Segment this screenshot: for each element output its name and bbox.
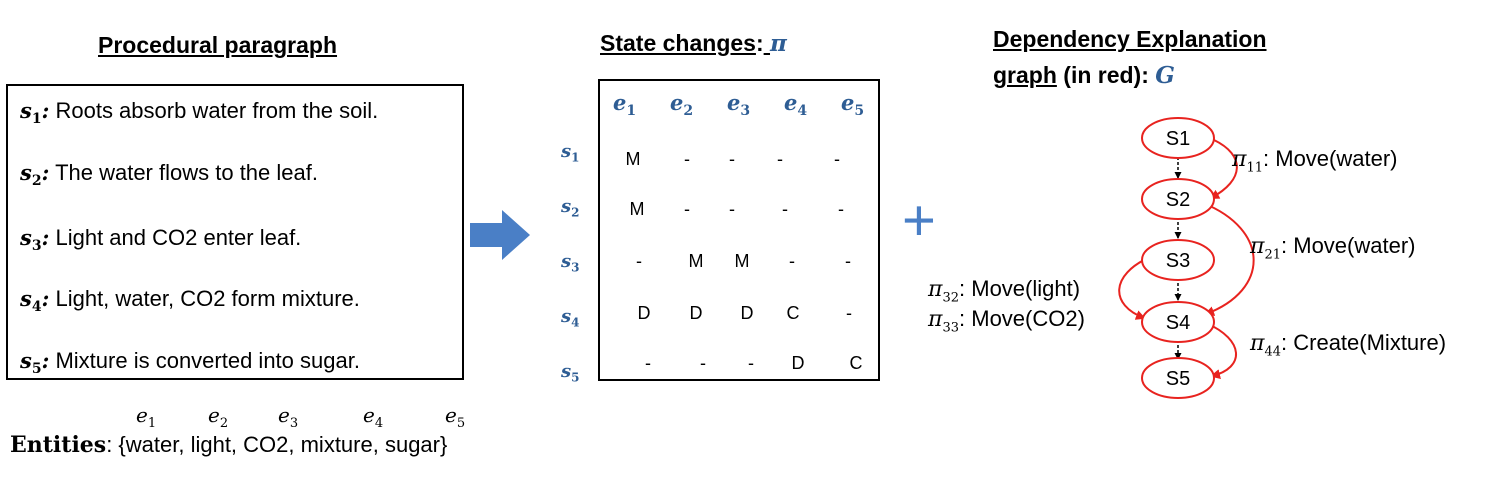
matrix-cell: C — [786, 303, 800, 323]
node-s4: S4 — [1141, 301, 1215, 343]
edge-s4-s5 — [1205, 322, 1237, 379]
step-3-text: Light and CO2 enter leaf. — [55, 225, 302, 250]
step-3-subscript: 3 — [31, 238, 42, 255]
matrix-cell: - — [636, 251, 642, 271]
step-3: s3: Light and CO2 enter leaf. — [20, 225, 302, 255]
matrix-cell: - — [845, 251, 851, 271]
node-s5-label: S5 — [1166, 368, 1190, 390]
step-4: s4: Light, water, CO2 form mixture. — [20, 286, 360, 316]
matrix-col-e4: e4 — [784, 90, 808, 120]
matrix-col-e5: e5 — [841, 90, 865, 120]
entities-text: : {water, light, CO2, mixture, sugar} — [106, 432, 448, 457]
matrix-row-s4: s4 — [561, 306, 580, 330]
matrix-cell: - — [846, 303, 852, 323]
matrix-cell: - — [777, 149, 783, 169]
procedural-heading: Procedural paragraph — [98, 32, 338, 58]
graph-heading-line2: graph (in red): G — [993, 62, 1175, 89]
graph-heading-line1: Dependency Explanation — [993, 26, 1267, 52]
entities-line: Entities: {water, light, CO2, mixture, s… — [10, 432, 447, 458]
step-2-symbol: s — [20, 160, 32, 185]
plus-icon: + — [902, 188, 936, 253]
step-2-text: The water flows to the leaf. — [55, 160, 318, 185]
step-4-subscript: 4 — [31, 299, 42, 316]
entity-label-1: e1 — [136, 403, 157, 431]
edge-label-pi21: π21: Move(water) — [1250, 233, 1416, 263]
g-symbol: G — [1155, 62, 1175, 89]
edge-label-pi33: π33: Move(CO2) — [928, 306, 1085, 336]
matrix-col-e2: e2 — [670, 90, 694, 120]
step-5-symbol: s — [20, 348, 32, 373]
matrix-cell: D — [740, 303, 754, 323]
matrix-col-e1: e1 — [613, 90, 637, 120]
step-5-text: Mixture is converted into sugar. — [55, 348, 360, 373]
step-4-symbol: s — [20, 286, 32, 311]
matrix-cell: - — [645, 353, 651, 373]
entity-label-4: e4 — [363, 403, 384, 431]
entity-label-5: e5 — [445, 403, 466, 431]
state-change-matrix: M - - - - M - - - - - M M - - D D D C - … — [598, 79, 880, 381]
entity-label-2: e2 — [208, 403, 229, 431]
matrix-cell: - — [729, 199, 735, 219]
step-2-subscript: 2 — [31, 173, 42, 190]
state-changes-heading: State changes: π — [600, 30, 787, 57]
entities-label: Entities — [10, 432, 107, 458]
matrix-col-e3: e3 — [727, 90, 751, 120]
procedural-paragraph-box: s1: Roots absorb water from the soil. s2… — [6, 84, 464, 380]
edge-label-pi44: π44: Create(Mixture) — [1250, 330, 1447, 360]
step-3-symbol: s — [20, 225, 32, 250]
matrix-row-s1: s1 — [561, 141, 580, 165]
matrix-row-s5: s5 — [561, 361, 580, 385]
node-s3-label: S3 — [1166, 250, 1190, 272]
step-1: s1: Roots absorb water from the soil. — [20, 98, 379, 128]
node-s4-label: S4 — [1166, 312, 1190, 334]
matrix-cell: - — [700, 353, 706, 373]
graph-heading-graph-word: graph — [993, 62, 1057, 88]
step-1-subscript: 1 — [31, 111, 42, 128]
matrix-cell: D — [689, 303, 703, 323]
node-s3: S3 — [1141, 239, 1215, 281]
matrix-cell: D — [791, 353, 805, 373]
step-1-symbol: s — [20, 98, 32, 123]
state-changes-title: State changes — [600, 30, 756, 56]
matrix-cell: - — [834, 149, 840, 169]
step-5-subscript: 5 — [31, 361, 42, 378]
right-arrow-icon — [470, 210, 530, 260]
edge-label-pi11: π11: Move(water) — [1232, 146, 1398, 176]
matrix-cell: - — [684, 149, 690, 169]
matrix-cell: - — [838, 199, 844, 219]
matrix-row-s3: s3 — [561, 251, 580, 275]
matrix-cell: M — [625, 149, 641, 169]
state-changes-colon: : — [755, 30, 764, 56]
matrix-cell: - — [729, 149, 735, 169]
step-5: s5: Mixture is converted into sugar. — [20, 348, 360, 378]
matrix-cell: D — [637, 303, 651, 323]
step-4-text: Light, water, CO2 form mixture. — [55, 286, 360, 311]
entity-label-3: e3 — [278, 403, 299, 431]
matrix-cell: M — [734, 251, 750, 271]
node-s5: S5 — [1141, 357, 1215, 399]
edge-s2-s4 — [1202, 202, 1255, 316]
matrix-cell: - — [782, 199, 788, 219]
edge-s1-s2 — [1209, 139, 1238, 199]
matrix-cell: M — [688, 251, 704, 271]
graph-heading-rest: (in red): — [1056, 62, 1156, 88]
pi-symbol: π — [770, 30, 787, 57]
dependency-graph: S1 S2 S3 S4 S5 — [1118, 117, 1255, 399]
matrix-row-s2: s2 — [561, 196, 580, 220]
step-2: s2: The water flows to the leaf. — [20, 160, 318, 190]
matrix-cell: C — [849, 353, 863, 373]
matrix-cell: - — [789, 251, 795, 271]
node-s2: S2 — [1141, 178, 1215, 220]
node-s2-label: S2 — [1166, 189, 1190, 211]
matrix-cell: M — [629, 199, 645, 219]
node-s1-label: S1 — [1166, 128, 1190, 150]
edge-s3-s4 — [1118, 256, 1151, 320]
edge-label-pi32: π32: Move(light) — [928, 276, 1081, 306]
matrix-cell: - — [748, 353, 754, 373]
matrix-cell: - — [684, 199, 690, 219]
node-s1: S1 — [1141, 117, 1215, 159]
step-1-text: Roots absorb water from the soil. — [55, 98, 379, 123]
